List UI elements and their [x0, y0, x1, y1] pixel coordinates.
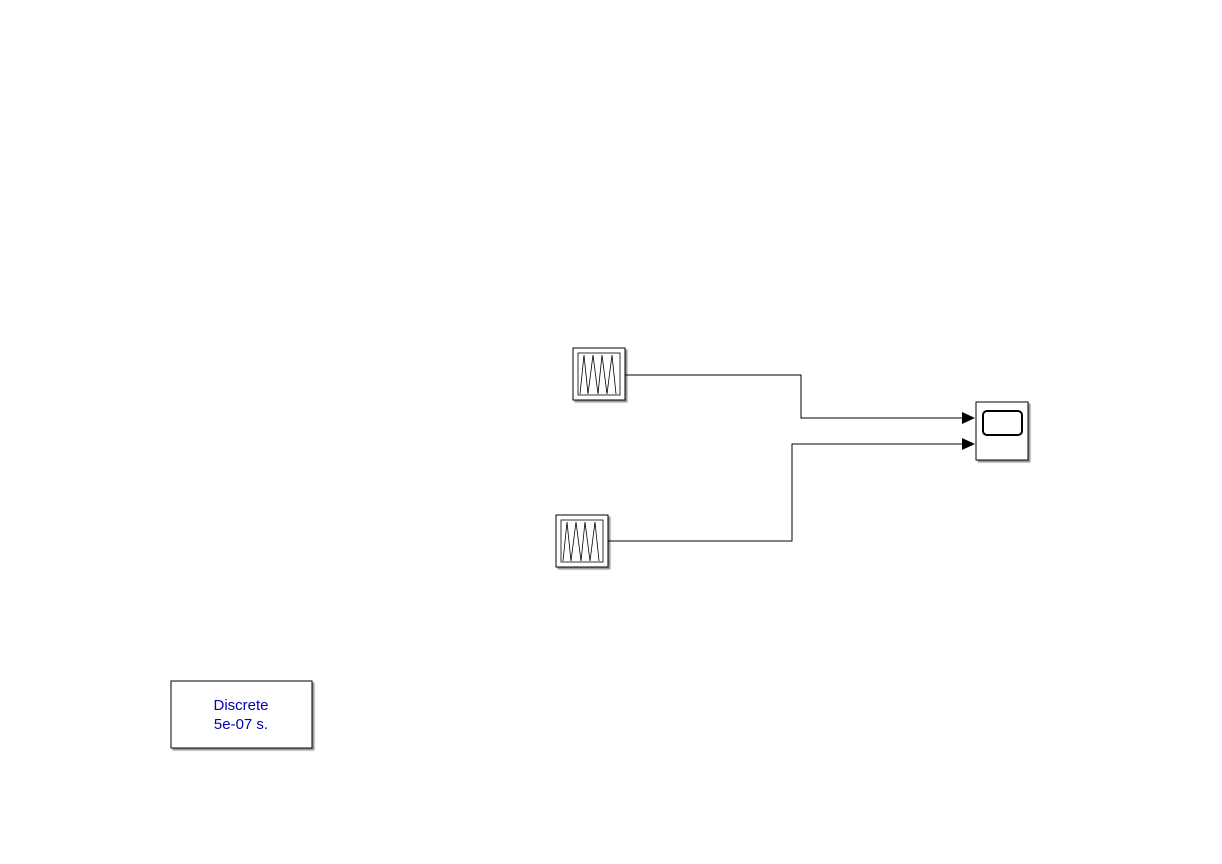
arrowhead-icon [962, 438, 975, 450]
powergui-mode-label: Discrete [213, 697, 268, 714]
triangle-wave-icon [560, 519, 604, 563]
arrowhead-icon [962, 412, 975, 424]
signal-line-1[interactable] [625, 374, 975, 424]
scope-screen-icon [982, 410, 1023, 436]
powergui-block[interactable]: Discrete 5e-07 s. [170, 680, 313, 749]
scope-block[interactable] [975, 401, 1029, 461]
triangle-wave-icon [577, 352, 621, 396]
repeating-sequence-block-1[interactable] [572, 347, 626, 401]
signal-line-2[interactable] [608, 438, 975, 542]
powergui-sample-time-label: 5e-07 s. [214, 716, 268, 733]
repeating-sequence-block-2[interactable] [555, 514, 609, 568]
